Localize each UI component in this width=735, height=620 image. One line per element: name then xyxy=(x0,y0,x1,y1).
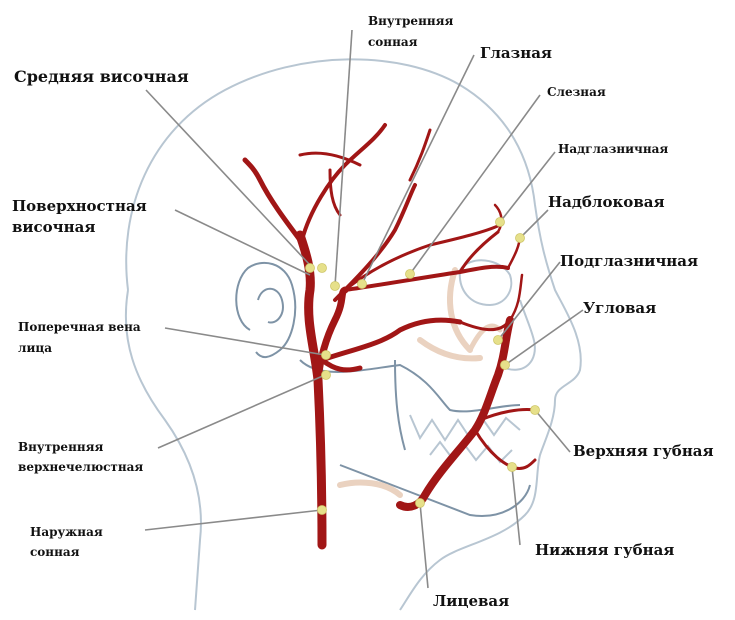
label-internal-carotid-line1: Внутренняя xyxy=(368,14,454,28)
connection-dots xyxy=(305,217,540,515)
label-transverse-facial-line2: лица xyxy=(18,341,52,355)
label-superficial-temporal-line1: Поверхностная xyxy=(12,197,147,215)
label-lacrimal: Слезная xyxy=(547,85,606,99)
label-superior-labial: Верхняя губная xyxy=(573,442,714,460)
label-internal-maxillary-line1: Внутренняя xyxy=(18,440,104,454)
labels: Внутренняя сонная Глазная Средняя височн… xyxy=(12,14,714,610)
arteries xyxy=(242,123,537,550)
label-internal-carotid-line2: сонная xyxy=(368,35,418,49)
label-supraorbital: Надглазничная xyxy=(558,142,668,156)
label-facial: Лицевая xyxy=(433,592,509,610)
label-angular: Угловая xyxy=(583,299,656,317)
leader-lines xyxy=(144,29,584,589)
label-infraorbital: Подглазничная xyxy=(560,252,698,270)
label-external-carotid-line1: Наружная xyxy=(30,525,103,539)
label-superficial-temporal-line2: височная xyxy=(12,218,95,236)
head-outline xyxy=(124,58,582,611)
label-supratrochlear: Надблоковая xyxy=(548,193,665,211)
label-inferior-labial: Нижняя губная xyxy=(535,541,674,559)
label-external-carotid-line2: сонная xyxy=(30,545,80,559)
label-transverse-facial-line1: Поперечная вена xyxy=(18,320,141,334)
label-internal-maxillary-line2: верхнечелюстная xyxy=(18,460,143,474)
label-middle-temporal: Средняя височная xyxy=(14,67,189,86)
label-ophthalmic: Глазная xyxy=(480,44,552,62)
